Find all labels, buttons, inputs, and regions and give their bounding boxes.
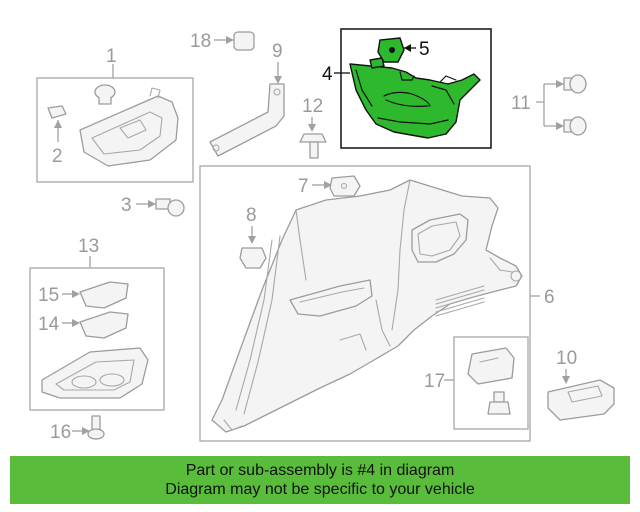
callout-18[interactable]: 18 [190, 31, 211, 52]
screw-16[interactable] [91, 415, 101, 431]
callout-4[interactable]: 4 [322, 64, 333, 85]
banner-line-1: Part or sub-assembly is #4 in diagram [185, 462, 455, 479]
part-group-17: 17 [424, 336, 529, 430]
part-group-4: 4 5 [322, 28, 492, 149]
callout-15[interactable]: 15 [38, 285, 59, 306]
clip-11-a[interactable] [569, 74, 587, 94]
highlight-box [340, 28, 492, 149]
callout-7[interactable]: 7 [298, 176, 309, 197]
part-8: 8 [239, 205, 267, 269]
small-clip[interactable] [47, 105, 67, 119]
vent-grille [435, 285, 485, 317]
part-11: 11 [511, 74, 587, 136]
part-18: 18 [190, 31, 255, 52]
part-group-1: 1 2 [36, 46, 194, 183]
window-opening [411, 213, 469, 263]
callout-9[interactable]: 9 [272, 41, 283, 62]
callout-12[interactable]: 12 [302, 96, 323, 117]
callout-11[interactable]: 11 [511, 93, 531, 114]
part-group-13: 13 15 14 [29, 236, 165, 411]
fastener-17[interactable] [487, 401, 511, 415]
part-12: 12 [299, 96, 327, 159]
part-9: 9 [209, 41, 285, 157]
clip-7[interactable] [329, 175, 361, 197]
part-group-6: 6 [199, 165, 555, 442]
callout-5[interactable]: 5 [419, 39, 430, 60]
banner-line-2: Diagram may not be specific to your vehi… [165, 481, 475, 498]
pin-12[interactable] [299, 133, 327, 143]
callout-17[interactable]: 17 [424, 371, 445, 392]
clip-11-b[interactable] [569, 116, 587, 136]
info-banner: Part or sub-assembly is #4 in diagram Di… [10, 456, 630, 504]
storage-pocket [289, 279, 373, 317]
group-17-box [453, 336, 529, 430]
cover-15[interactable] [79, 281, 129, 309]
parts-diagram: 1 2 3 18 9 12 [29, 28, 615, 443]
callout-1[interactable]: 1 [106, 46, 117, 67]
push-clip-8[interactable] [239, 247, 267, 269]
part-16: 16 [50, 415, 105, 443]
callout-8[interactable]: 8 [246, 205, 257, 226]
callout-16[interactable]: 16 [50, 422, 71, 443]
part-10: 10 [547, 348, 615, 421]
callout-13[interactable]: 13 [78, 236, 99, 257]
callout-3[interactable]: 3 [121, 195, 132, 216]
access-cover-17[interactable] [467, 347, 515, 385]
bolt-head[interactable] [167, 199, 185, 217]
group-6-box [199, 165, 531, 442]
group-1-box [36, 77, 194, 183]
callout-10[interactable]: 10 [556, 348, 577, 369]
cover-14[interactable] [79, 311, 129, 339]
group-13-box [29, 267, 165, 411]
bracket-9[interactable] [209, 83, 285, 157]
callout-6[interactable]: 6 [544, 287, 555, 308]
pad-18[interactable] [233, 31, 255, 51]
callout-2[interactable]: 2 [52, 146, 63, 167]
part-7: 7 [298, 175, 361, 197]
clip-part[interactable] [94, 84, 116, 100]
upper-trim-bracket[interactable] [79, 95, 179, 167]
part-3-bolt: 3 [121, 195, 185, 217]
quarter-trim-panel[interactable] [211, 179, 523, 433]
callout-14[interactable]: 14 [38, 314, 60, 335]
